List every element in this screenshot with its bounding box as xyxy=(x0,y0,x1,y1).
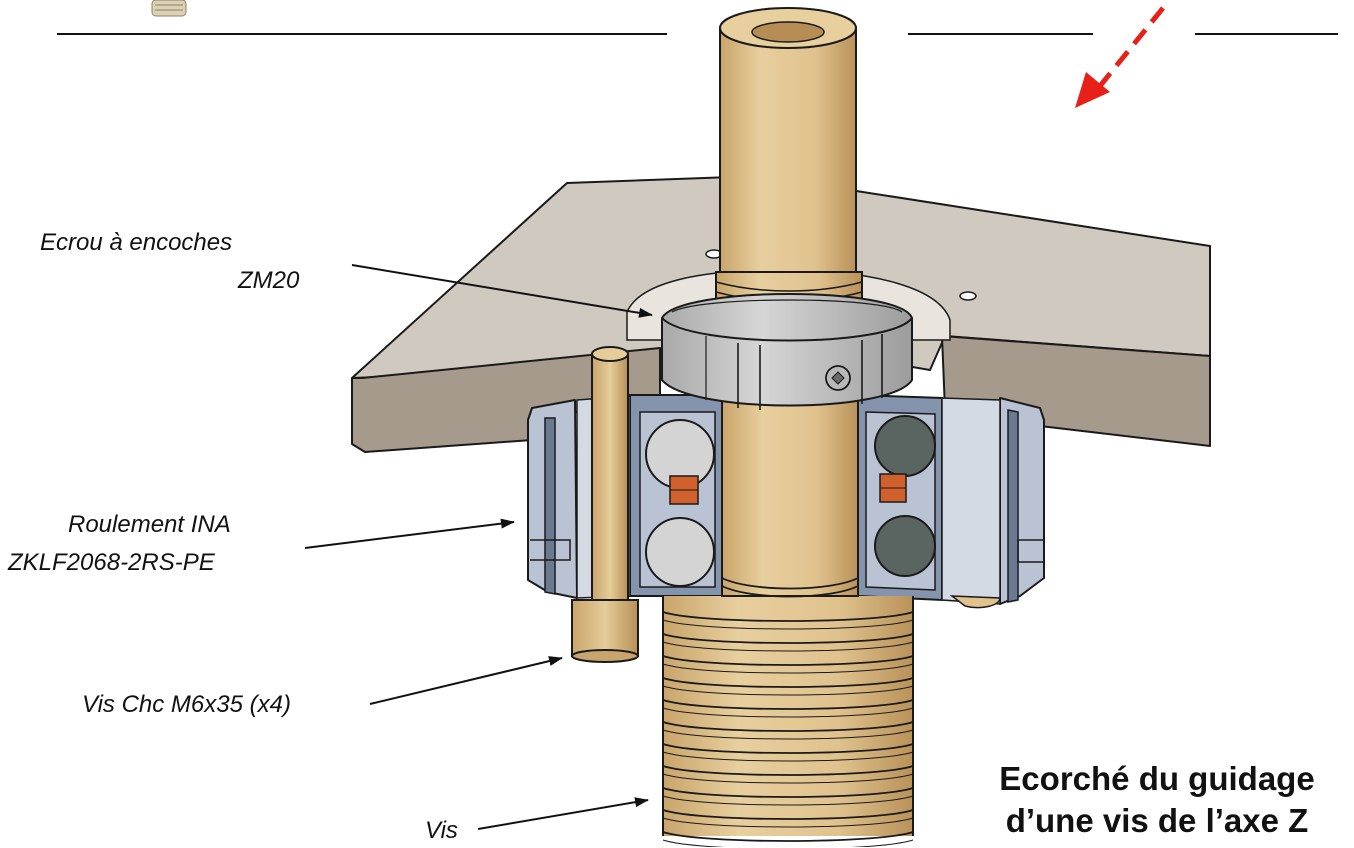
thread-ridge xyxy=(662,817,914,828)
label-nut-line1: Ecrou à encoches xyxy=(40,229,233,256)
thread-ridge xyxy=(662,619,914,630)
thread-ridge xyxy=(662,641,914,652)
label-bearing-line2: ZKLF2068-2RS-PE xyxy=(8,549,215,576)
diagram-title-line1: Ecorché du guidage xyxy=(999,760,1315,797)
thread-ridge xyxy=(662,809,914,820)
diagram-title-line2: d’une vis de l’axe Z xyxy=(1005,802,1309,839)
leader-lines xyxy=(304,264,653,830)
thread-ridge xyxy=(662,831,914,842)
thread-ridge xyxy=(662,677,914,688)
upper-shaft xyxy=(715,7,863,313)
cage-spacers xyxy=(669,473,907,505)
thread-ridge xyxy=(662,765,914,776)
socket-head-screw xyxy=(571,346,1001,663)
label-screw: Vis xyxy=(425,817,458,844)
view-direction-arrow xyxy=(1075,6,1165,108)
thread-ridge xyxy=(662,655,914,666)
thread-ridge xyxy=(662,787,914,798)
label-nut-line2: ZM20 xyxy=(238,267,300,294)
thread-ridge xyxy=(662,721,914,732)
thread-ridge xyxy=(662,663,914,674)
thread-ridge xyxy=(662,839,914,847)
thread-ridge xyxy=(662,795,914,806)
thread-ridge xyxy=(662,699,914,710)
thread-ridge xyxy=(662,633,914,644)
thread-ridge xyxy=(662,773,914,784)
screw-journal xyxy=(721,399,859,598)
thread-ridge xyxy=(662,751,914,762)
small-threaded-part-icon xyxy=(151,0,187,17)
label-bearing-line1: Roulement INA xyxy=(68,511,231,538)
label-chc-screw: Vis Chc M6x35 (x4) xyxy=(82,691,291,718)
thread-ridge xyxy=(662,685,914,696)
thread-ridge xyxy=(662,611,914,622)
slotted-nut xyxy=(661,293,913,410)
thread-ridge xyxy=(662,743,914,754)
thread-ridge xyxy=(662,707,914,718)
bearing-balls xyxy=(645,415,936,587)
lead-screw xyxy=(662,596,914,847)
thread-ridge xyxy=(662,729,914,740)
